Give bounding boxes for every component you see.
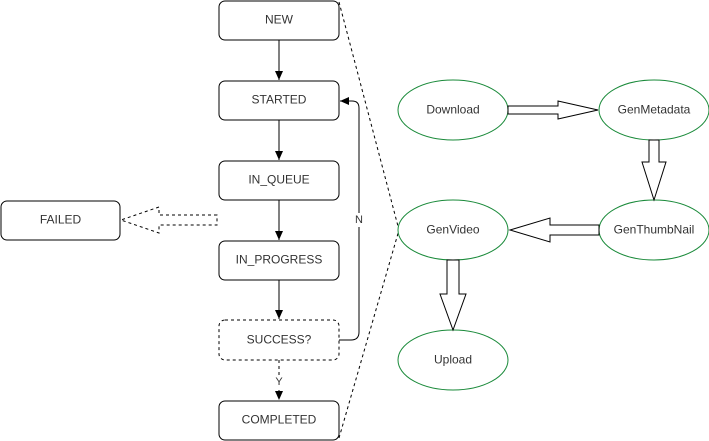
task-gen-thumbnail-label: GenThumbNail bbox=[614, 223, 695, 237]
state-in-progress: IN_PROGRESS bbox=[218, 240, 340, 281]
state-success-label: SUCCESS? bbox=[247, 333, 312, 347]
expansion-line-bottom bbox=[338, 229, 400, 439]
task-gen-thumbnail: GenThumbNail bbox=[598, 199, 709, 261]
state-completed: COMPLETED bbox=[218, 400, 340, 441]
task-gen-video-label: GenVideo bbox=[426, 223, 479, 237]
task-upload: Upload bbox=[397, 329, 509, 391]
state-completed-label: COMPLETED bbox=[242, 413, 317, 427]
state-failed-label: FAILED bbox=[40, 213, 82, 227]
arrow-download-to-gen-metadata bbox=[507, 100, 599, 120]
task-upload-label: Upload bbox=[434, 353, 472, 367]
state-in-queue-label: IN_QUEUE bbox=[248, 173, 309, 187]
edge-yes-label: Y bbox=[275, 376, 283, 388]
state-new-label: NEW bbox=[265, 13, 294, 27]
edge-yes-label-bg bbox=[272, 375, 286, 389]
task-download-label: Download bbox=[426, 103, 479, 117]
state-new: NEW bbox=[218, 0, 340, 41]
arrow-gen-thumbnail-to-gen-video bbox=[508, 217, 600, 243]
arrow-gen-metadata-to-gen-thumbnail bbox=[641, 139, 667, 202]
edge-to-failed-arrow bbox=[119, 206, 218, 234]
task-download: Download bbox=[397, 79, 509, 141]
state-started: STARTED bbox=[218, 80, 340, 121]
state-success-decision: SUCCESS? bbox=[218, 319, 340, 361]
state-started-label: STARTED bbox=[252, 93, 307, 107]
state-in-progress-label: IN_PROGRESS bbox=[236, 253, 323, 267]
edge-no-label: N bbox=[355, 214, 363, 226]
task-gen-metadata-label: GenMetadata bbox=[618, 103, 691, 117]
expansion-line-top bbox=[338, 1, 400, 231]
task-gen-metadata: GenMetadata bbox=[598, 79, 709, 141]
state-failed: FAILED bbox=[0, 200, 121, 241]
state-in-queue: IN_QUEUE bbox=[218, 160, 340, 201]
arrow-gen-video-to-upload bbox=[439, 259, 467, 332]
edge-no-label-bg bbox=[352, 213, 366, 227]
task-gen-video: GenVideo bbox=[397, 199, 509, 261]
